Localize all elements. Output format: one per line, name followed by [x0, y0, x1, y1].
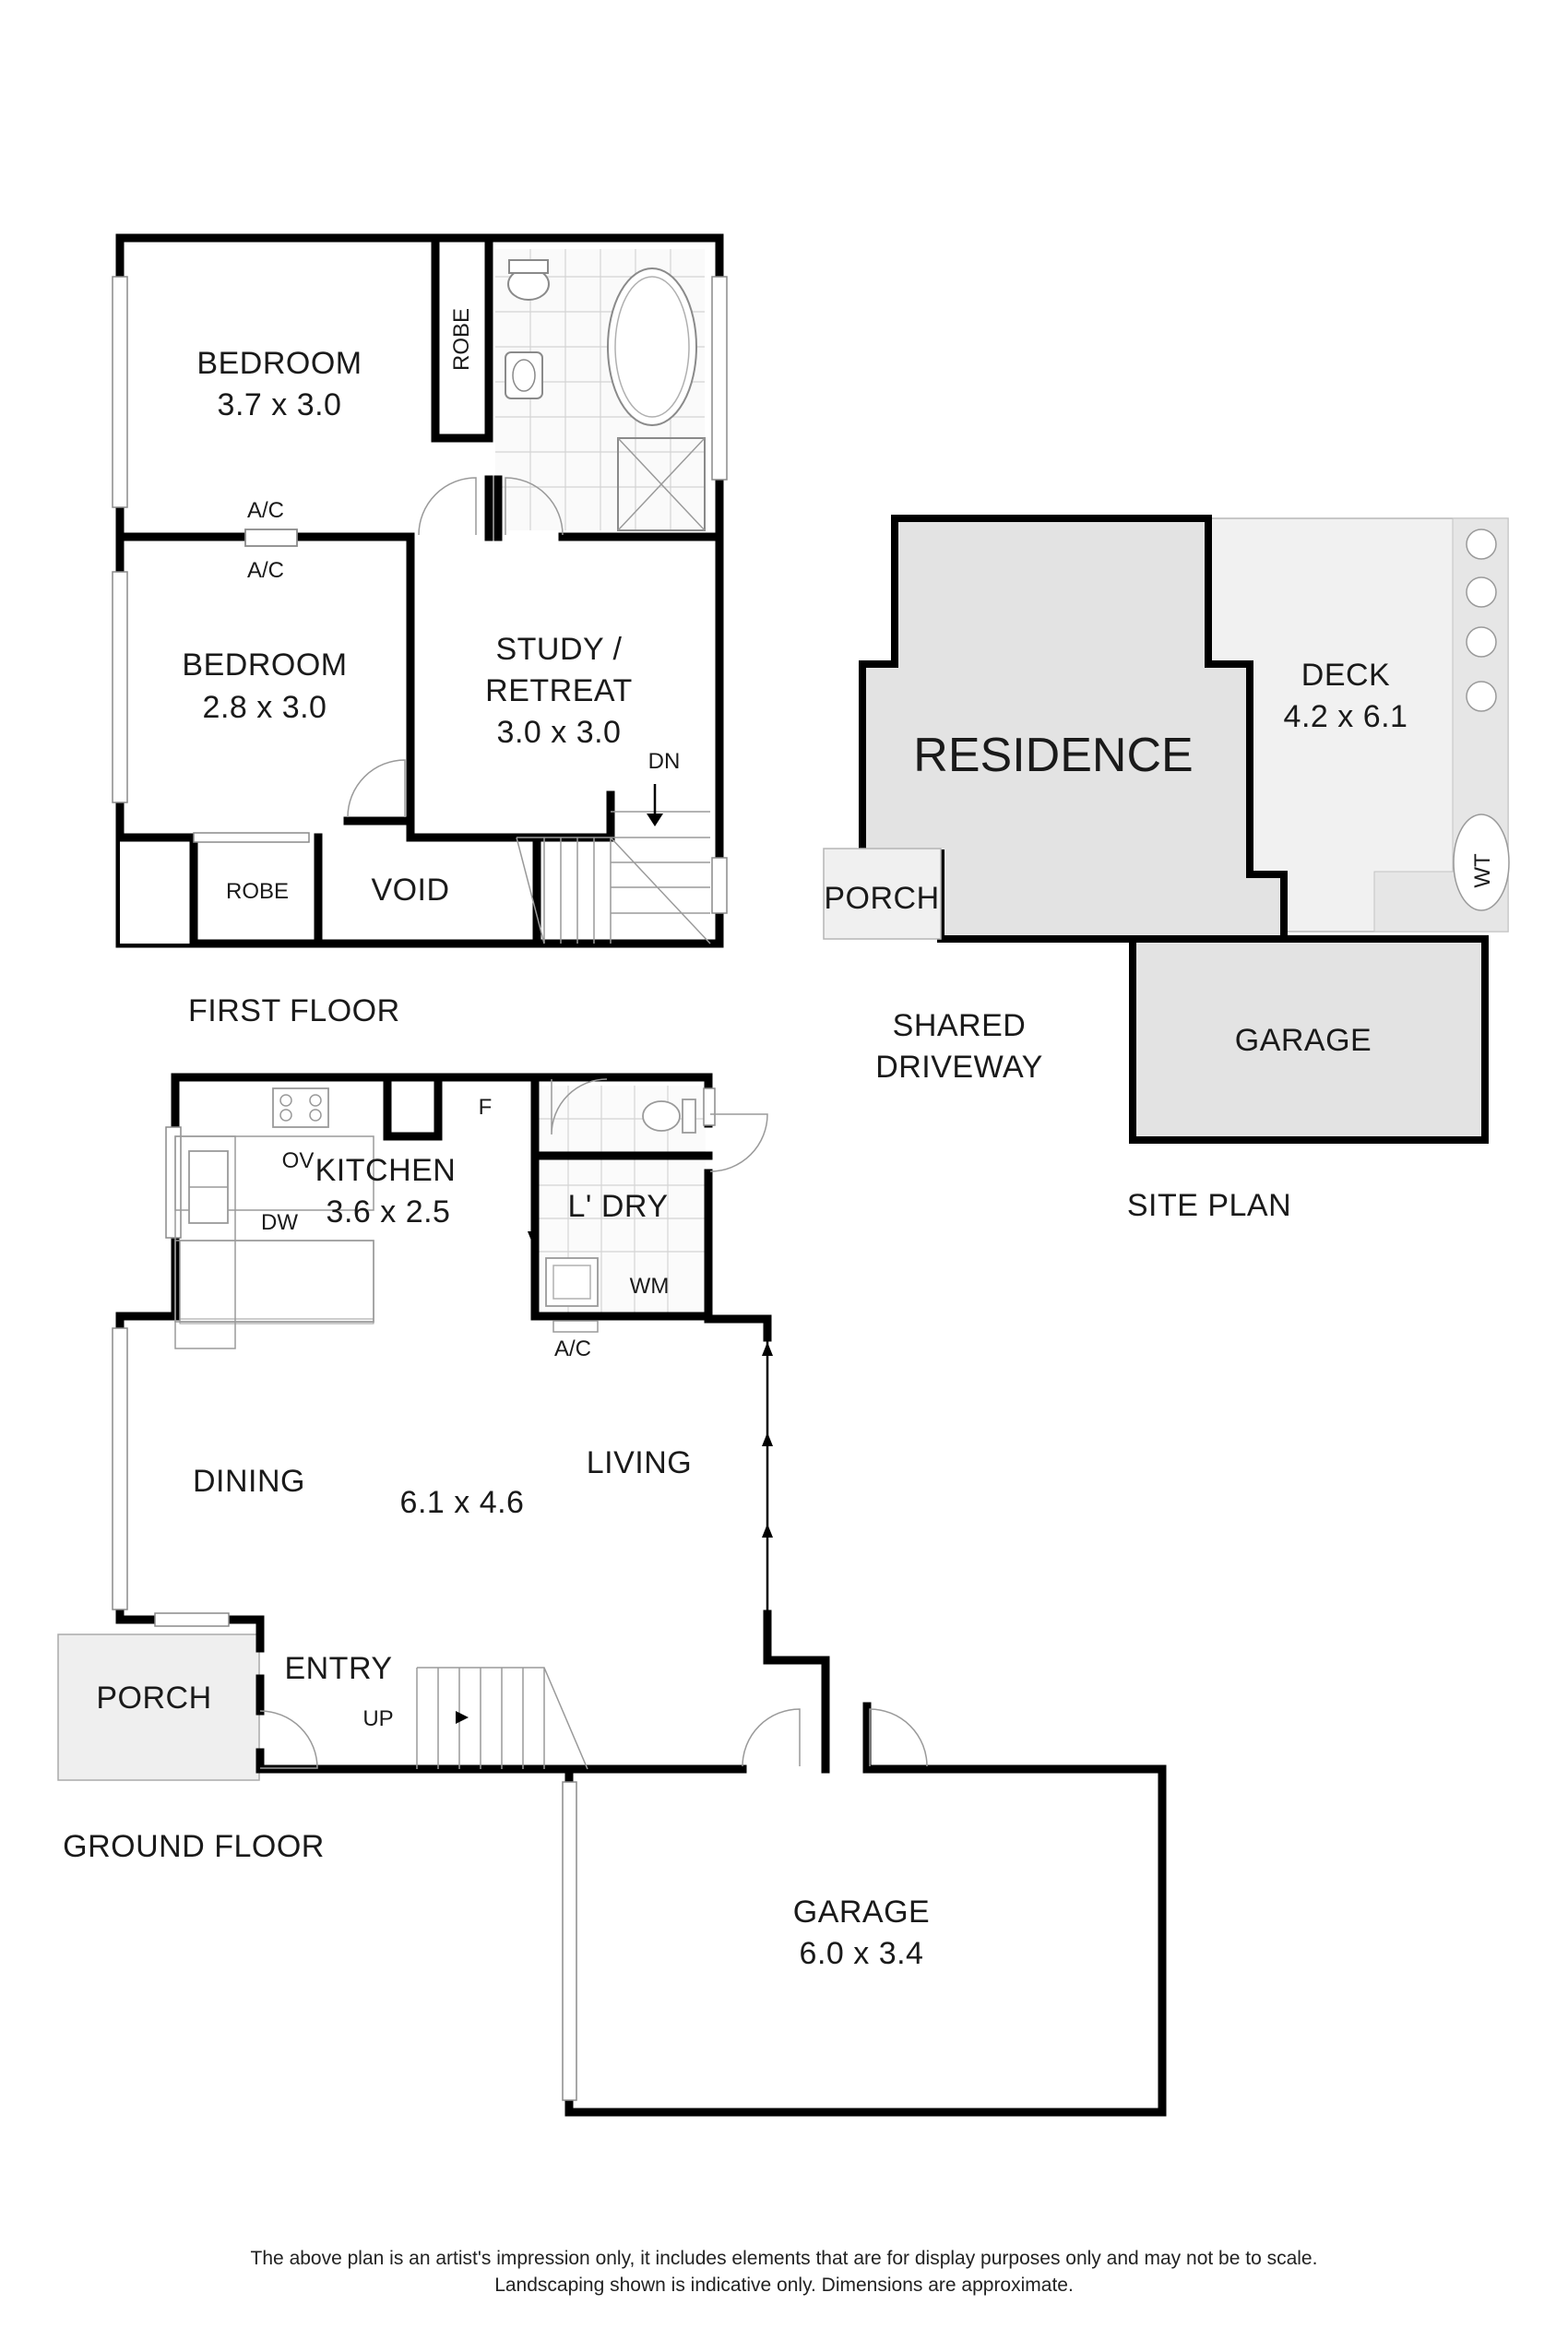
room-dims-kitchen: 3.6 x 2.5 — [327, 1194, 451, 1229]
label-fridge: F — [479, 1095, 493, 1120]
window — [711, 857, 728, 914]
disclaimer-line-1: The above plan is an artist's impression… — [250, 2248, 1318, 2269]
room-name-garage: GARAGE — [793, 1895, 930, 1930]
window — [711, 276, 728, 481]
toilet — [642, 1100, 681, 1132]
arrow-icon — [762, 1524, 773, 1538]
door-swing — [551, 1078, 608, 1135]
arrow-icon — [762, 1342, 773, 1356]
room-dims-bedroom-2: 2.8 x 3.0 — [203, 690, 327, 725]
door-swing — [418, 477, 477, 536]
stair-arrow-icon — [456, 1711, 469, 1724]
door-swing — [742, 1708, 801, 1767]
room-dims-living: 6.1 x 4.6 — [400, 1485, 525, 1520]
room-dims-garage: 6.0 x 3.4 — [800, 1936, 924, 1971]
ground-floor-stairs — [416, 1667, 588, 1770]
window — [154, 1612, 230, 1627]
room-name-dining: DINING — [193, 1464, 305, 1499]
window — [193, 832, 310, 843]
ground-floor-plan: KITCHEN 3.6 x 2.5 OV DW F L' DRY WM A/C … — [57, 1073, 1167, 2117]
window — [112, 1327, 128, 1610]
label-oven: OV — [282, 1148, 315, 1173]
window — [703, 1087, 716, 1126]
window — [112, 276, 128, 508]
room-name-porch: PORCH — [96, 1681, 211, 1716]
site-plan-title: SITE PLAN — [1127, 1188, 1291, 1223]
window — [165, 1126, 182, 1239]
label-site-garage: GARAGE — [1235, 1023, 1372, 1058]
shrub-icon — [1466, 626, 1497, 658]
label-stair-dn: DN — [648, 749, 681, 774]
label-deck: DECK — [1301, 658, 1390, 693]
label-robe-bottom: ROBE — [226, 879, 289, 904]
vanity-basin — [505, 351, 543, 399]
label-water-tank: WT — [1470, 853, 1495, 888]
label-stair-up: UP — [362, 1706, 393, 1731]
shower — [617, 437, 706, 531]
shrub-icon — [1466, 681, 1497, 712]
window — [562, 1781, 577, 2101]
label-washing-machine: WM — [630, 1274, 670, 1299]
label-dishwasher: DW — [261, 1210, 298, 1235]
arrow-icon — [528, 1231, 539, 1245]
label-robe-top: ROBE — [449, 308, 474, 371]
bathtub — [607, 267, 697, 426]
door-swing — [709, 1113, 768, 1172]
room-name-study-line2: RETREAT — [485, 673, 633, 708]
shrub-icon — [1466, 529, 1497, 560]
label-shared-driveway-line1: SHARED — [893, 1008, 1027, 1043]
first-floor-plan: BEDROOM 3.7 x 3.0 BEDROOM 2.8 x 3.0 ROBE… — [112, 233, 728, 1028]
door-swing — [505, 477, 564, 536]
ac-unit — [244, 529, 298, 547]
first-floor-stairs — [516, 811, 711, 944]
disclaimer: The above plan is an artist's impression… — [0, 2245, 1568, 2299]
arrow-icon — [762, 1432, 773, 1446]
door-swing — [347, 759, 406, 818]
water-tank — [1453, 814, 1510, 911]
label-void: VOID — [371, 873, 449, 908]
room-name-bedroom-1: BEDROOM — [196, 346, 362, 381]
cooktop — [272, 1087, 329, 1128]
label-deck-dims: 4.2 x 6.1 — [1284, 699, 1408, 734]
door-swing — [869, 1708, 928, 1767]
label-ac-upper: A/C — [247, 498, 284, 523]
ac-unit — [552, 1320, 599, 1333]
first-floor-title: FIRST FLOOR — [188, 993, 400, 1028]
door-swing — [259, 1710, 318, 1769]
stair-arrow-icon — [647, 814, 663, 826]
room-name-entry: ENTRY — [284, 1651, 392, 1686]
site-porch — [823, 848, 942, 940]
disclaimer-line-2: Landscaping shown is indicative only. Di… — [494, 2275, 1074, 2296]
room-dims-study: 3.0 x 3.0 — [497, 715, 622, 750]
label-shared-driveway-line2: DRIVEWAY — [875, 1050, 1043, 1085]
room-name-study-line1: STUDY / — [495, 632, 622, 667]
label-ac-lower: A/C — [247, 558, 284, 583]
label-site-porch: PORCH — [824, 881, 939, 916]
site-garage — [1129, 935, 1489, 1144]
label-residence: RESIDENCE — [913, 729, 1193, 782]
room-name-bedroom-2: BEDROOM — [182, 647, 347, 683]
label-ac: A/C — [554, 1336, 591, 1361]
room-dims-bedroom-1: 3.7 x 3.0 — [218, 387, 342, 422]
shrub-icon — [1466, 576, 1497, 608]
ground-floor-title: GROUND FLOOR — [63, 1829, 325, 1864]
site-plan: RESIDENCE DECK 4.2 x 6.1 WT PORCH GARAGE… — [823, 515, 1510, 1223]
room-name-living: LIVING — [587, 1445, 692, 1480]
room-name-laundry: L' DRY — [567, 1189, 668, 1224]
kitchen-island — [179, 1240, 374, 1323]
room-name-kitchen: KITCHEN — [315, 1153, 457, 1188]
window — [112, 571, 128, 803]
